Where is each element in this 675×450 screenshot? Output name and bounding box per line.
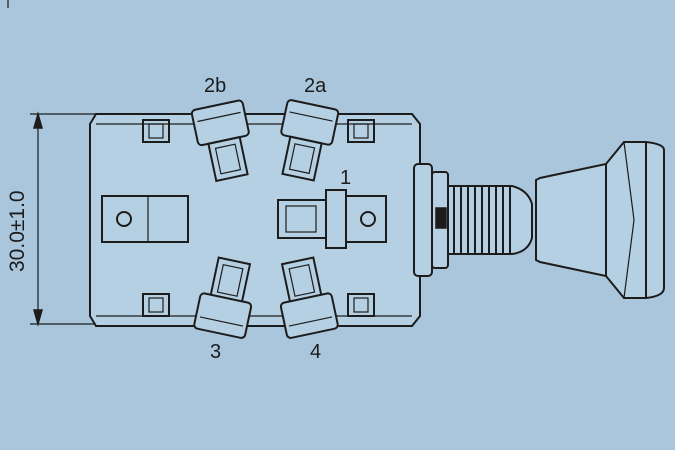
terminal-3 [193, 256, 253, 339]
terminal-4 [279, 256, 339, 339]
dimension-label: 30.0±1.0 [6, 190, 29, 272]
label-2b: 2b [204, 75, 226, 97]
threaded-shaft [447, 185, 533, 255]
dimension-line [30, 111, 96, 327]
label-1: 1 [340, 167, 351, 189]
corner-tab [142, 293, 170, 317]
corner-tab [347, 293, 375, 317]
terminal-1 [277, 189, 387, 249]
corner-tab [142, 119, 170, 143]
left-terminal [101, 195, 189, 243]
corner-tab [347, 119, 375, 143]
label-4: 4 [310, 341, 321, 363]
knob [535, 141, 665, 299]
label-2a: 2a [304, 75, 327, 97]
terminal-2a [280, 99, 340, 182]
terminal-2b [190, 99, 250, 183]
mounting-nut [413, 163, 449, 277]
label-3: 3 [210, 341, 221, 363]
